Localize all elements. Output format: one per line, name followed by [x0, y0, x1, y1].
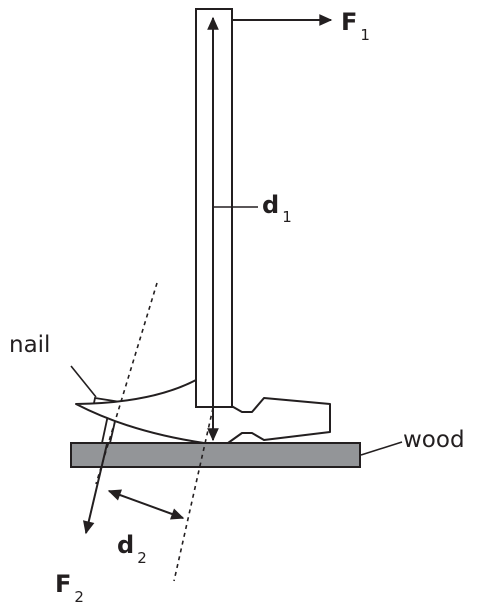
nail-label: nail	[9, 332, 50, 358]
f1-label-subscript: 1	[360, 26, 370, 44]
nail-leader-line	[70, 365, 97, 398]
d1-label-main: d	[262, 191, 279, 219]
wood-label: wood	[403, 427, 465, 453]
d2-label-subscript: 2	[137, 549, 147, 567]
force-line-of-action	[95, 282, 158, 485]
f1-label-main: F	[341, 8, 357, 36]
f2-label-subscript: 2	[74, 588, 84, 606]
d2-label-main: d	[117, 531, 134, 559]
wood-plank	[70, 442, 361, 468]
f2-label-main: F	[55, 570, 71, 598]
f2-force-arrow	[82, 443, 108, 535]
wood-leader-line	[360, 441, 403, 456]
pivot-dashed-line	[173, 407, 214, 582]
hammer-head	[75, 379, 331, 444]
d2-arrow	[107, 489, 185, 520]
d1-label-subscript: 1	[282, 208, 292, 226]
